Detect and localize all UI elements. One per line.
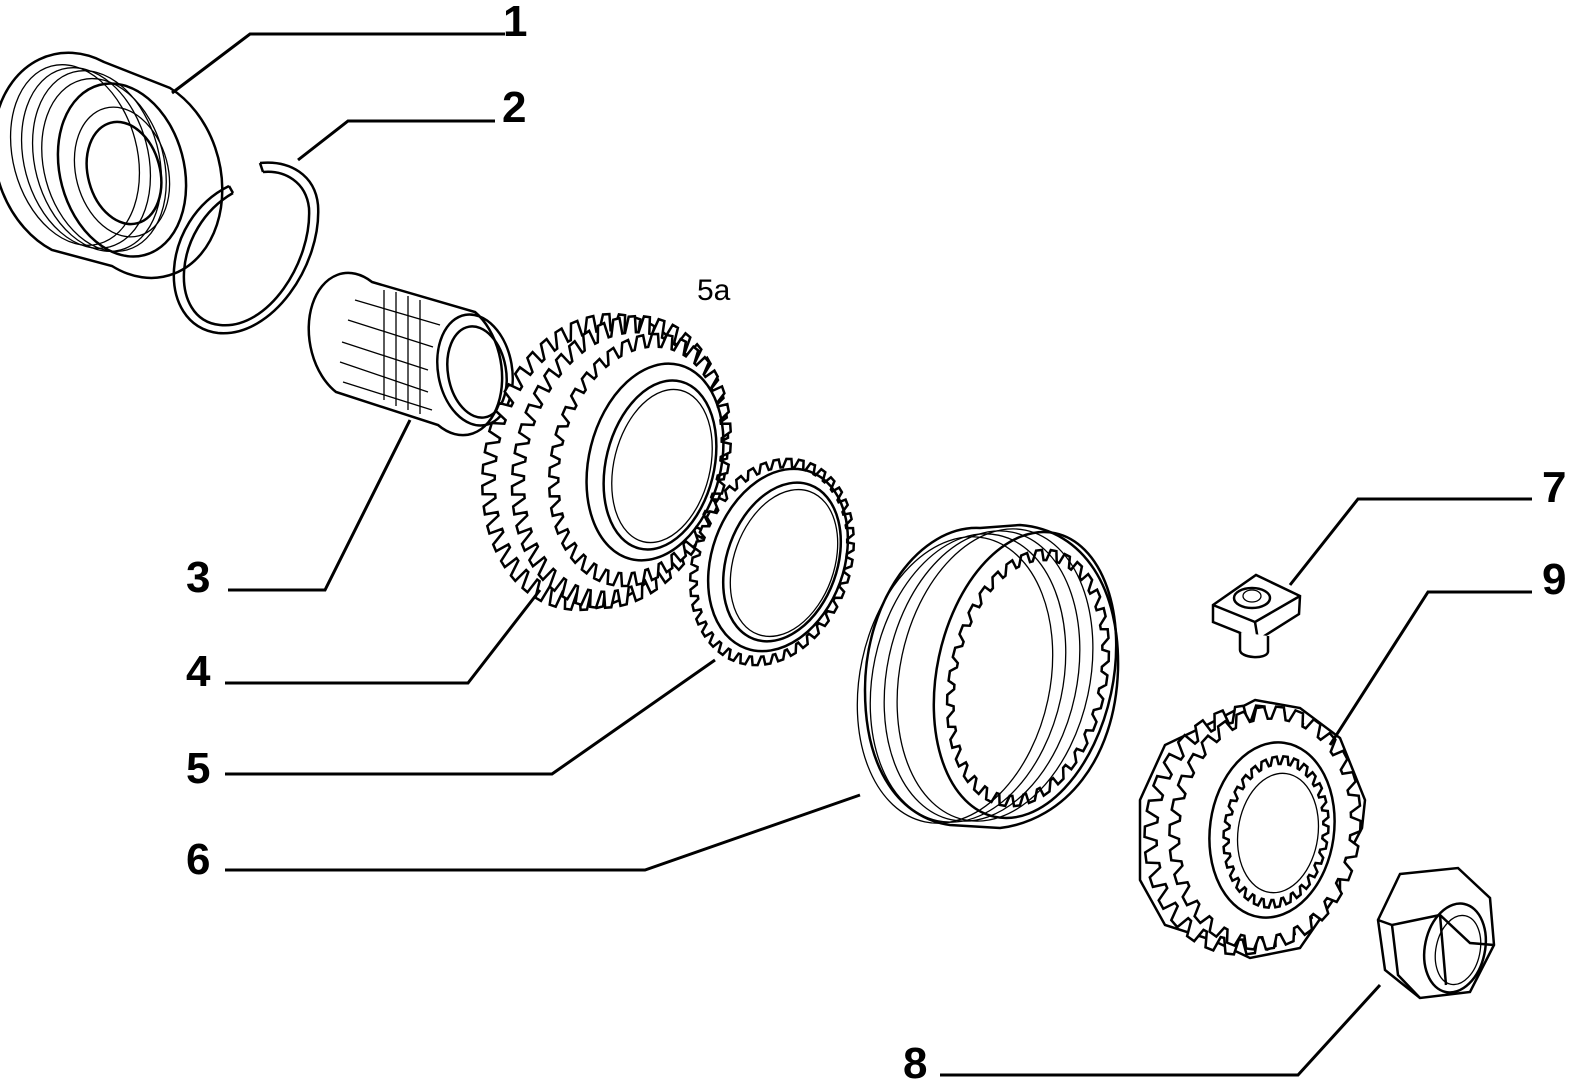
part-3-needle-bearing bbox=[307, 271, 514, 437]
leader-line-5 bbox=[225, 658, 716, 776]
callout-3: 3 bbox=[186, 553, 210, 602]
part-8-nut bbox=[1376, 866, 1496, 1000]
callout-7: 7 bbox=[1542, 463, 1566, 512]
leader-line-9 bbox=[1328, 590, 1532, 746]
leader-line-6 bbox=[225, 793, 861, 872]
callout-4: 4 bbox=[186, 647, 211, 696]
callout-2: 2 bbox=[502, 83, 526, 132]
part-5-synchronizer-ring bbox=[688, 457, 856, 667]
part-2-snap-ring bbox=[172, 161, 320, 335]
part-4-gear bbox=[481, 312, 733, 612]
callout-1: 1 bbox=[503, 0, 527, 46]
callout-5: 5 bbox=[186, 744, 210, 793]
callout-9: 9 bbox=[1542, 555, 1566, 604]
callout-6: 6 bbox=[186, 835, 210, 884]
leader-line-8 bbox=[940, 983, 1382, 1077]
leader-line-1 bbox=[171, 32, 505, 95]
leader-line-2 bbox=[297, 119, 495, 162]
callout-8: 8 bbox=[903, 1039, 927, 1088]
callout-5a: 5a bbox=[697, 274, 731, 307]
leader-line-4 bbox=[225, 589, 542, 685]
leader-line-7 bbox=[1288, 497, 1532, 586]
part-7-detent-key bbox=[1211, 573, 1302, 659]
leader-lines bbox=[171, 32, 1532, 1077]
part-1-ball-bearing bbox=[0, 51, 224, 280]
leader-line-3 bbox=[228, 419, 412, 592]
part-6-sliding-sleeve bbox=[856, 523, 1120, 830]
part-9-synchronizer-hub bbox=[1138, 698, 1367, 960]
